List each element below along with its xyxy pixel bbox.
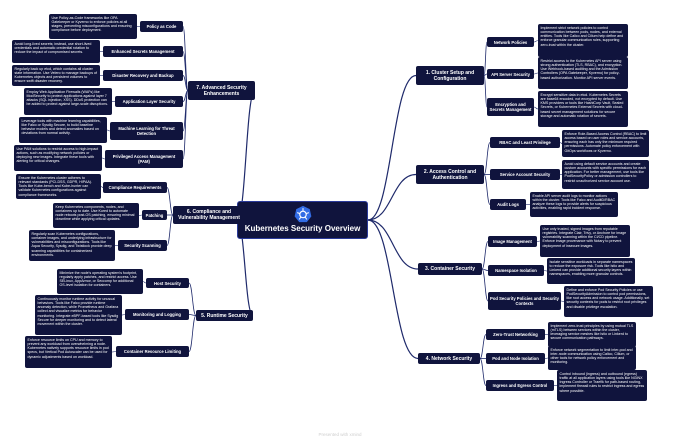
topic-network-security[interactable]: 4. Network Security [418, 353, 480, 364]
topic-access-control[interactable]: 2. Access Control and Authentication [416, 165, 484, 184]
subtopic-api-server-security[interactable]: API Server Security [487, 69, 534, 79]
note-privileged-access-management: Use PAM solutions to restrict access to … [14, 145, 102, 171]
note-container-resource-limiting: Enforce resource limits on CPU and memor… [25, 336, 112, 368]
subtopic-audit-logs[interactable]: Audit Logs [490, 199, 526, 210]
connector-line [483, 75, 488, 108]
connector-line [367, 173, 417, 221]
connector-line [481, 268, 489, 271]
subtopic-ml-threat-detection[interactable]: Machine Learning for Threat Detection [110, 122, 183, 140]
connector-line [188, 282, 197, 316]
connector-line [100, 186, 104, 188]
connector-line [367, 219, 419, 360]
connector-line [166, 214, 174, 246]
connector-line [182, 51, 189, 91]
topic-cluster-setup[interactable]: 1. Cluster Setup and Configuration [416, 66, 484, 85]
subtopic-zero-trust-networking[interactable]: Zero-Trust Networking [486, 329, 545, 340]
note-audit-logs: Enable API server audit logs to monitor … [530, 192, 618, 217]
connector-line [182, 90, 189, 160]
connector-line [182, 75, 189, 91]
connector-line [166, 187, 174, 216]
connector-line [559, 142, 563, 144]
subtopic-image-management[interactable]: Image Management [488, 236, 537, 247]
connector-line [121, 314, 126, 316]
subtopic-host-security[interactable]: Host Security [146, 278, 189, 288]
connector-line [188, 315, 197, 352]
connector-line [367, 74, 417, 221]
subtopic-privileged-access-management[interactable]: Privileged Access Management (PAM) [105, 150, 183, 168]
topic-container-security[interactable]: 3. Container Security [418, 263, 482, 275]
note-ingress-egress-control: Control inbound (ingress) and outbound (… [557, 370, 647, 401]
connector-line [560, 300, 565, 302]
subtopic-policy-as-code[interactable]: Policy as Code [140, 21, 183, 32]
note-api-server-security: Restrict access to the Kubernetes API se… [538, 57, 628, 89]
subtopic-patching[interactable]: Patching [142, 210, 167, 220]
subtopic-pod-node-isolation[interactable]: Pod and Node Isolation [486, 353, 545, 364]
note-policy-as-code: Use Policy-as-Code frameworks like OPA G… [49, 14, 137, 39]
connector-line [533, 106, 539, 110]
note-zero-trust-networking: Implement zero-trust principles by using… [548, 322, 636, 347]
connector-line [479, 358, 487, 386]
subtopic-encryption-secrets[interactable]: Encryption and Secrets Management [487, 98, 534, 116]
subtopic-ingress-egress-control[interactable]: Ingress and Egress Control [486, 380, 554, 391]
note-monitoring-logging: Continuously monitor runtime activity fo… [35, 295, 122, 335]
subtopic-enhanced-secrets-management[interactable]: Enhanced Secrets Management [103, 46, 183, 57]
topic-compliance-vulnerability[interactable]: 6. Compliance and Vulnerability Manageme… [173, 206, 245, 224]
note-security-scanning: Regularly scan Kubernetes configurations… [29, 230, 115, 261]
connector-line [142, 281, 147, 284]
connector-line [479, 334, 487, 359]
subtopic-disaster-recovery-backup[interactable]: Disaster Recovery and Backup [103, 70, 183, 81]
connector-line [483, 142, 491, 175]
note-host-security: Minimize the node's operating system's f… [57, 269, 143, 294]
subtopic-application-layer-security[interactable]: Application Layer Security [115, 96, 183, 107]
connector-line [483, 174, 491, 205]
connector-line [106, 129, 111, 132]
subtopic-security-scanning[interactable]: Security Scanning [118, 240, 167, 251]
subtopic-compliance-requirements[interactable]: Compliance Requirements [103, 182, 167, 193]
connector-line [367, 219, 419, 270]
note-enhanced-secrets-management: Avoid long-lived secrets; instead, use s… [12, 40, 100, 63]
subtopic-pod-security-policies[interactable]: Pod Security Policies and Security Conte… [488, 292, 561, 310]
note-disaster-recovery-backup: Regularly back up etcd, which contains a… [12, 65, 100, 86]
connector-line [481, 241, 489, 270]
topic-advanced-security[interactable]: 7. Advanced Security Enhancements [188, 81, 255, 100]
subtopic-monitoring-logging[interactable]: Monitoring and Logging [125, 309, 189, 320]
note-compliance-requirements: Ensure the Kubernetes cluster adheres to… [16, 174, 101, 199]
topic-runtime-security[interactable]: 5. Runtime Security [196, 310, 253, 321]
subtopic-rbac-least-privilege[interactable]: RBAC and Least Privilege [490, 137, 560, 148]
note-network-policies: Implement strict network policies to con… [538, 24, 628, 57]
connector-line [101, 157, 106, 160]
note-rbac-least-privilege: Enforce Role-Based Access Control (RBAC)… [562, 130, 649, 157]
connector-line [188, 314, 197, 316]
connector-line [481, 268, 489, 302]
subtopic-container-resource-limiting[interactable]: Container Resource Limiting [116, 346, 189, 357]
note-service-account-security: Avoid using default service accounts and… [562, 160, 649, 189]
connector-line [111, 351, 117, 353]
subtopic-namespace-isolation[interactable]: Namespace Isolation [488, 265, 544, 276]
connector-line [544, 357, 549, 359]
note-encryption-secrets: Encrypt sensitive data in etcd. Kubernet… [538, 91, 628, 127]
note-pod-security-policies: Define and enforce Pod Security Policies… [564, 286, 653, 317]
footer-credit: Presented with xmind [318, 432, 362, 437]
connector-line [536, 240, 541, 242]
connector-line [543, 270, 548, 272]
note-application-layer-security: Employ Web Application Firewalls (WAFs) … [24, 88, 112, 115]
note-namespace-isolation: Isolate sensitive workloads in separate … [547, 258, 635, 284]
central-topic-title: Kubernetes Security Overview [244, 224, 361, 233]
note-pod-node-isolation: Enforce network segmentation to limit in… [548, 346, 636, 370]
note-image-management: Use only trusted, signed images from rep… [540, 225, 630, 257]
kubernetes-helm-icon [294, 205, 311, 223]
connector-line [483, 41, 488, 76]
note-ml-threat-detection: Leverage tools with machine learning cap… [19, 117, 107, 143]
connector-line [533, 72, 539, 75]
subtopic-network-policies[interactable]: Network Policies [487, 37, 534, 47]
connector-line [533, 40, 539, 43]
central-topic[interactable]: Kubernetes Security Overview [237, 201, 368, 239]
note-patching: Keep Kubernetes components, nodes, and c… [53, 203, 139, 228]
connector-line [138, 214, 143, 216]
subtopic-service-account-security[interactable]: Service Account Security [490, 169, 560, 180]
connector-line [483, 73, 488, 76]
